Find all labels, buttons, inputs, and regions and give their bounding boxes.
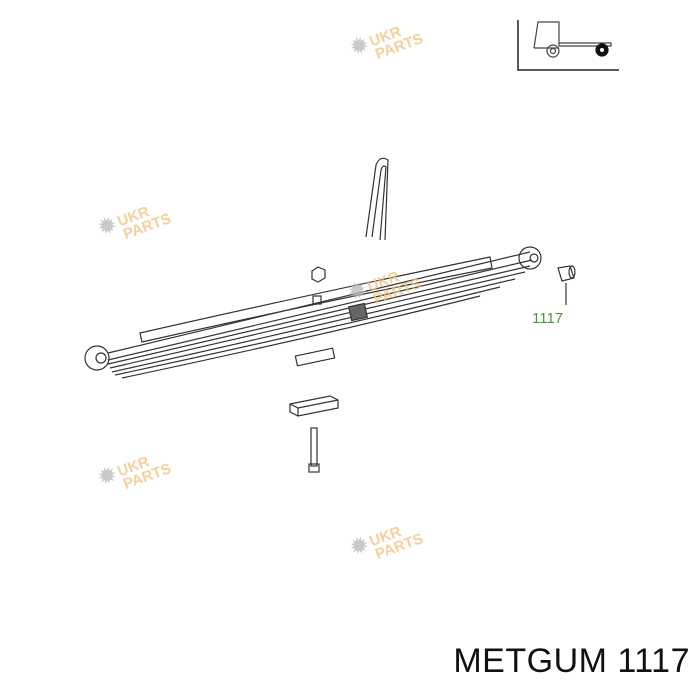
nut (311, 266, 326, 283)
truck-position-icon (517, 20, 619, 71)
center-bolt (308, 427, 320, 473)
u-bolt (365, 157, 389, 241)
bushing-part-1117 (557, 265, 576, 305)
leaf-spring (84, 246, 542, 379)
product-caption: METGUM 1117 (453, 642, 690, 680)
spacer-block (289, 395, 339, 417)
part-callout-label: 1117 (532, 310, 564, 327)
